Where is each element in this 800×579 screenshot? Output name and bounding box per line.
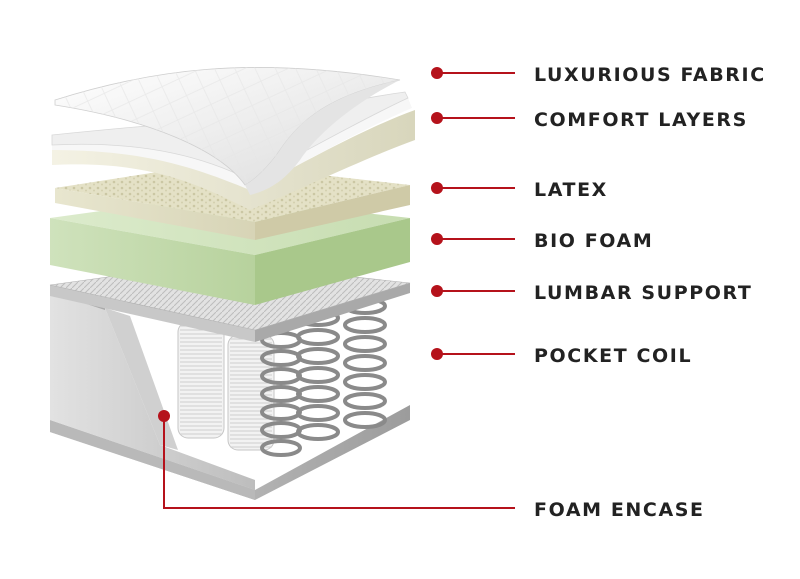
- leader-dot: [431, 182, 443, 194]
- label-foam-encase: FOAM ENCASE: [534, 499, 705, 521]
- leader-dot: [431, 233, 443, 245]
- label-pocket-coil: POCKET COIL: [534, 345, 693, 367]
- coil-spring: [343, 297, 387, 429]
- leader-dot: [431, 67, 443, 79]
- label-luxurious-fabric: LUXURIOUS FABRIC: [534, 64, 766, 86]
- label-lumbar-support: LUMBAR SUPPORT: [534, 282, 753, 304]
- coil-spring: [296, 309, 340, 441]
- label-bio-foam: BIO FOAM: [534, 230, 654, 252]
- leader-dot: [431, 285, 443, 297]
- leader-dot: [431, 348, 443, 360]
- pocket-coils: [177, 297, 387, 457]
- base-board: [50, 405, 410, 500]
- label-comfort-layers: COMFORT LAYERS: [534, 109, 748, 131]
- luxurious-fabric-layer: [54, 67, 401, 195]
- leader-line: [163, 416, 515, 509]
- label-latex: LATEX: [534, 179, 608, 201]
- leader-lines: [158, 67, 515, 509]
- coil-spring: [177, 321, 225, 439]
- leader-dot: [158, 410, 170, 422]
- leader-dot: [431, 112, 443, 124]
